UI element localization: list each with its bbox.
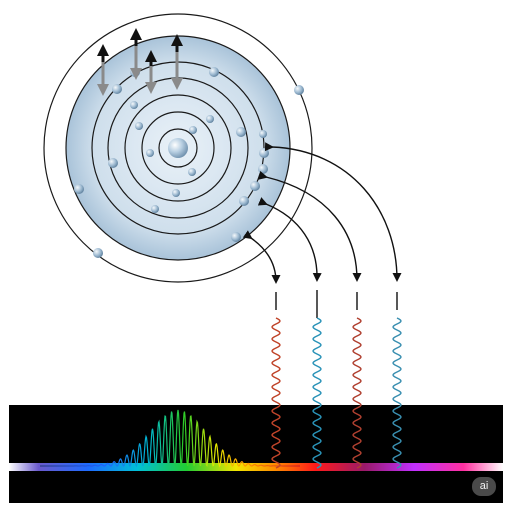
electron xyxy=(239,196,249,206)
emission-peak xyxy=(40,409,300,468)
electron xyxy=(294,85,304,95)
spectrum-background xyxy=(9,405,503,503)
electron xyxy=(206,115,214,123)
shell-ring xyxy=(141,111,215,185)
electron xyxy=(130,101,138,109)
electron xyxy=(146,149,154,157)
photon-wave xyxy=(271,317,281,469)
photon-wave xyxy=(352,317,362,469)
electron xyxy=(231,232,241,242)
transition-arrow xyxy=(242,230,281,284)
spin-arrow-pair xyxy=(145,50,157,94)
spin-arrow-pair xyxy=(130,28,142,80)
spectrum-panel xyxy=(9,405,503,503)
photon-waves xyxy=(271,317,402,469)
electron xyxy=(259,130,267,138)
transition-arrows xyxy=(242,142,402,284)
electron xyxy=(112,84,122,94)
electron xyxy=(93,248,103,258)
photon-wave xyxy=(312,317,322,469)
electron xyxy=(151,205,159,213)
shell-ring xyxy=(158,128,198,168)
electron xyxy=(135,122,143,130)
nucleus xyxy=(168,138,188,158)
spin-arrow-pair xyxy=(97,44,109,96)
electron xyxy=(250,181,260,191)
electrons xyxy=(74,67,304,258)
photon-wave xyxy=(392,317,402,469)
electron xyxy=(189,126,197,134)
electron xyxy=(209,67,219,77)
electron xyxy=(259,148,269,158)
electron xyxy=(236,127,246,137)
electron xyxy=(188,168,196,176)
spin-arrows xyxy=(97,28,183,96)
photon-connectors xyxy=(275,290,398,318)
spin-arrow-pair xyxy=(171,34,183,90)
ai-badge: ai xyxy=(472,477,496,496)
electron xyxy=(258,164,268,174)
transition-arrow xyxy=(264,142,402,282)
spectrum-band xyxy=(9,463,503,471)
electron xyxy=(172,189,180,197)
electron xyxy=(74,184,84,194)
shell-ring xyxy=(124,94,232,202)
electron xyxy=(108,158,118,168)
